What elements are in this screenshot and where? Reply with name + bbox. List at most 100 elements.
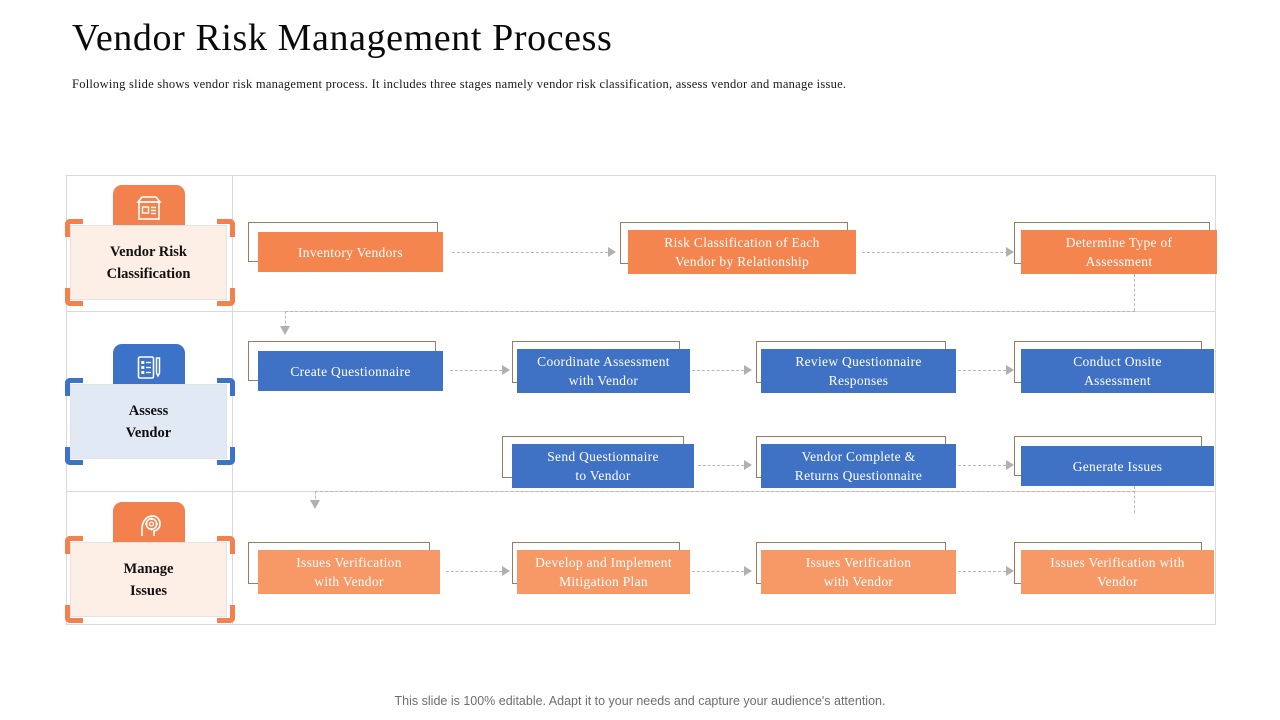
connector-r2-wrap-down	[1134, 486, 1135, 513]
node-label: Vendor Complete & Returns Questionnaire	[761, 444, 956, 488]
arrowhead-r3-3	[1006, 566, 1014, 576]
node-conduct-onsite-assessment[interactable]: Conduct Onsite Assessment	[1014, 341, 1214, 393]
stage-label-box: Vendor Risk Classification	[70, 225, 227, 300]
connector-r1-wrap-down	[1134, 274, 1135, 311]
corner-bracket-bl	[65, 288, 83, 306]
connector-r2-wrap-drop	[315, 491, 316, 507]
arrowhead-r1-1	[608, 247, 616, 257]
node-label: Issues Verification with Vendor	[258, 550, 440, 594]
node-label-line2: with Vendor	[568, 373, 639, 388]
footer-note: This slide is 100% editable. Adapt it to…	[394, 694, 886, 708]
node-label-line2: with Vendor	[314, 574, 384, 589]
corner-bracket-tl	[65, 378, 83, 396]
arrowhead-r1-wrap	[280, 326, 290, 335]
node-vendor-returns-questionnaire[interactable]: Vendor Complete & Returns Questionnaire	[756, 436, 956, 488]
arrowhead-r2-wrap	[310, 500, 320, 509]
connector-r1-wrap-across	[285, 311, 1135, 312]
stage-label-line1: Vendor Risk	[110, 243, 187, 260]
node-label-line1: Determine Type of	[1065, 235, 1173, 250]
node-label-line2: Returns Questionnaire	[794, 468, 923, 483]
stage-label-box: Manage Issues	[70, 542, 227, 617]
node-label-line2: Assessment	[1085, 254, 1153, 269]
connector-r1-2	[862, 252, 1008, 253]
corner-bracket-tl	[65, 219, 83, 237]
node-label-line2: Responses	[828, 373, 889, 388]
connector-r3-3	[958, 571, 1006, 572]
connector-r2-2	[692, 370, 744, 371]
node-label-line1: Coordinate Assessment	[537, 354, 670, 369]
corner-bracket-tr	[217, 378, 235, 396]
node-label-line1: Inventory Vendors	[298, 244, 403, 260]
node-label-line1: Send Questionnaire	[547, 449, 659, 464]
node-determine-assessment-type[interactable]: Determine Type of Assessment	[1014, 222, 1219, 274]
node-label: Send Questionnaire to Vendor	[512, 444, 694, 488]
node-label: Generate Issues	[1021, 446, 1214, 486]
arrowhead-r1-2	[1006, 247, 1014, 257]
connector-r1-wrap-drop	[285, 311, 286, 333]
corner-bracket-br	[217, 288, 235, 306]
arrowhead-r2-3	[1006, 365, 1014, 375]
node-send-questionnaire-to-vendor[interactable]: Send Questionnaire to Vendor	[502, 436, 694, 488]
node-label: Determine Type of Assessment	[1021, 230, 1217, 274]
column-divider	[232, 176, 233, 624]
corner-bracket-bl	[65, 605, 83, 623]
node-label-line1: Create Questionnaire	[290, 363, 411, 379]
node-issues-verification-2[interactable]: Issues Verification with Vendor	[756, 542, 956, 594]
node-risk-classification[interactable]: Risk Classification of Each Vendor by Re…	[620, 222, 860, 274]
node-label-line1: Develop and Implement	[535, 555, 672, 570]
node-label-line1: Issues Verification	[805, 555, 912, 570]
stage-label-line1: Assess	[128, 402, 169, 419]
node-label: Coordinate Assessment with Vendor	[517, 349, 690, 393]
node-label-line2: Vendor by Relationship	[674, 254, 810, 269]
stage-label-line2: Issues	[129, 582, 168, 599]
node-label-line1: Vendor Complete &	[801, 449, 916, 464]
node-label-line2: Vendor	[1097, 574, 1138, 589]
node-label-line2: Mitigation Plan	[559, 574, 648, 589]
page-subtitle: Following slide shows vendor risk manage…	[72, 77, 847, 91]
corner-bracket-bl	[65, 447, 83, 465]
corner-bracket-tr	[217, 536, 235, 554]
node-issues-verification-1[interactable]: Issues Verification with Vendor	[248, 542, 440, 594]
node-review-questionnaire-responses[interactable]: Review Questionnaire Responses	[756, 341, 956, 393]
connector-r3-1	[446, 571, 502, 572]
stage-label-line2: Classification	[106, 265, 191, 282]
node-label: Create Questionnaire	[258, 351, 443, 391]
connector-r2b-2	[958, 465, 1006, 466]
connector-r2-wrap-across	[315, 491, 1135, 492]
stage-label-line1: Manage	[123, 560, 174, 577]
node-label: Inventory Vendors	[258, 232, 443, 272]
node-label-line1: Review Questionnaire	[795, 354, 922, 369]
corner-bracket-br	[217, 605, 235, 623]
corner-bracket-tr	[217, 219, 235, 237]
node-label-line1: Issues Verification	[296, 555, 402, 570]
node-label-line1: Generate Issues	[1072, 458, 1163, 474]
connector-r2b-1	[698, 465, 744, 466]
connector-r2-3	[958, 370, 1006, 371]
node-create-questionnaire[interactable]: Create Questionnaire	[248, 341, 443, 391]
node-coordinate-assessment[interactable]: Coordinate Assessment with Vendor	[512, 341, 690, 393]
node-label: Issues Verification with Vendor	[1021, 550, 1214, 594]
page-title: Vendor Risk Management Process	[72, 17, 613, 59]
connector-r1-1	[452, 252, 608, 253]
stage-label-box: Assess Vendor	[70, 384, 227, 459]
node-label: Conduct Onsite Assessment	[1021, 349, 1214, 393]
node-issues-verification-3[interactable]: Issues Verification with Vendor	[1014, 542, 1214, 594]
arrowhead-r3-1	[502, 566, 510, 576]
node-inventory-vendors[interactable]: Inventory Vendors	[248, 222, 443, 272]
node-develop-mitigation-plan[interactable]: Develop and Implement Mitigation Plan	[512, 542, 690, 594]
connector-r3-2	[692, 571, 744, 572]
node-label-line2: Assessment	[1084, 373, 1151, 388]
arrowhead-r2b-1	[744, 460, 752, 470]
node-label: Develop and Implement Mitigation Plan	[517, 550, 690, 594]
arrowhead-r2-2	[744, 365, 752, 375]
node-label-line2: with Vendor	[823, 574, 894, 589]
node-label-line1: Risk Classification of Each	[664, 235, 820, 250]
arrowhead-r3-2	[744, 566, 752, 576]
connector-r2-1	[450, 370, 502, 371]
arrowhead-r2b-2	[1006, 460, 1014, 470]
node-label-line2: to Vendor	[575, 468, 631, 483]
corner-bracket-br	[217, 447, 235, 465]
node-label: Issues Verification with Vendor	[761, 550, 956, 594]
node-generate-issues[interactable]: Generate Issues	[1014, 436, 1214, 486]
